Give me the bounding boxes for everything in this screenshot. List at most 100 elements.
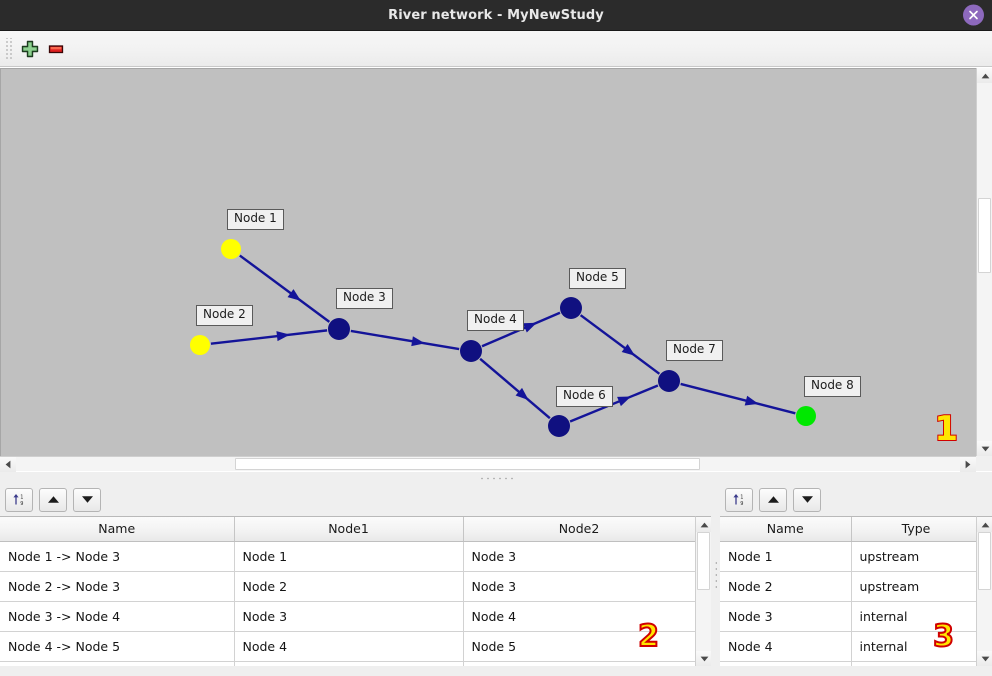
table-cell[interactable]: Node 3 [463, 541, 695, 572]
reaches-vscroll-thumb[interactable] [697, 532, 710, 590]
column-header-name[interactable]: Name [720, 517, 852, 542]
table-cell[interactable]: Node 1 -> Node 3 [0, 541, 235, 572]
nodes-vertical-scrollbar[interactable] [976, 516, 992, 666]
graph-node-node-2[interactable] [190, 335, 210, 355]
reaches-vscroll-track[interactable] [696, 532, 711, 651]
close-button[interactable] [963, 4, 984, 26]
horizontal-splitter[interactable] [0, 471, 992, 483]
edge-Node3-to-Node4[interactable] [350, 329, 460, 351]
edge-Node4-to-Node6[interactable] [479, 357, 551, 420]
reaches-scroll-down-arrow[interactable] [696, 651, 712, 666]
table-cell[interactable]: internal [851, 601, 976, 632]
table-cell[interactable]: Node 2 -> Node 3 [0, 571, 235, 602]
reaches-scroll-up-arrow[interactable] [696, 517, 712, 532]
edge-Node7-to-Node8[interactable] [680, 382, 796, 415]
move-down-button[interactable] [793, 487, 821, 512]
column-header-node2[interactable]: Node2 [463, 517, 695, 542]
node-label-node-2[interactable]: Node 2 [196, 305, 253, 326]
nodes-vscroll-track[interactable] [977, 532, 992, 651]
table-cell[interactable]: Node 4 [234, 631, 464, 662]
canvas-hscroll-thumb[interactable] [235, 458, 700, 470]
node-label-node-1[interactable]: Node 1 [227, 209, 284, 230]
reaches-vertical-scrollbar[interactable] [695, 516, 712, 666]
edge-Node6-to-Node7[interactable] [569, 384, 659, 423]
canvas-vertical-scrollbar[interactable] [976, 68, 992, 456]
edge-Node1-to-Node3[interactable] [239, 254, 331, 323]
move-up-button[interactable] [39, 487, 67, 512]
nodes-vscroll-thumb[interactable] [978, 532, 991, 590]
canvas-horizontal-scrollbar[interactable] [0, 456, 976, 472]
scroll-right-arrow[interactable] [960, 457, 976, 472]
column-header-node1[interactable]: Node1 [234, 517, 464, 542]
add-node-button[interactable] [17, 36, 43, 62]
graph-node-node-8[interactable] [796, 406, 816, 426]
table-cell[interactable]: internal [851, 631, 976, 662]
sort-button[interactable]: 1 9 [5, 487, 33, 512]
column-header-name[interactable]: Name [0, 517, 235, 542]
nodes-scroll-up-arrow[interactable] [977, 517, 992, 532]
table-cell[interactable]: Node 3 [463, 571, 695, 602]
table-cell[interactable]: Node 5 [463, 631, 695, 662]
canvas-vscroll-track[interactable] [977, 83, 992, 441]
svg-text:9: 9 [740, 501, 743, 507]
table-cell[interactable]: Node 4 [720, 631, 852, 662]
table-cell[interactable]: Node 2 [720, 571, 852, 602]
edge-Node2-to-Node3[interactable] [210, 329, 328, 345]
scroll-up-arrow[interactable] [977, 68, 992, 83]
graph-node-node-7[interactable] [658, 370, 680, 392]
node-label-node-7[interactable]: Node 7 [666, 340, 723, 361]
edge-Node5-to-Node7[interactable] [579, 314, 661, 375]
node-label-node-8[interactable]: Node 8 [804, 376, 861, 397]
node-label-node-6[interactable]: Node 6 [556, 386, 613, 407]
table-cell[interactable]: Node 3 -> Node 4 [0, 601, 235, 632]
sort-button[interactable]: 1 9 [725, 487, 753, 512]
canvas-hscroll-track[interactable] [16, 457, 960, 471]
move-up-button[interactable] [759, 487, 787, 512]
triangle-up-icon [700, 522, 708, 527]
table-cell[interactable]: Node 2 [234, 571, 464, 602]
canvas-vscroll-thumb[interactable] [978, 198, 991, 273]
network-canvas[interactable]: Node 1 Node 2 Node 3 Node 4 Node 5 Node 6 Node… [0, 68, 976, 456]
graph-node-node-6[interactable] [548, 415, 570, 437]
column-header-type[interactable]: Type [851, 517, 976, 542]
table-cell-empty [851, 661, 976, 666]
move-down-button[interactable] [73, 487, 101, 512]
node-label-node-3[interactable]: Node 3 [336, 288, 393, 309]
table-cell[interactable]: Node 3 [720, 601, 852, 632]
delete-node-button[interactable] [43, 36, 69, 62]
graph-node-node-1[interactable] [221, 239, 241, 259]
table-cell[interactable]: Node 4 -> Node 5 [0, 631, 235, 662]
toolbar-grip[interactable] [4, 37, 13, 60]
scroll-left-arrow[interactable] [0, 457, 16, 472]
graph-node-node-3[interactable] [328, 318, 350, 340]
nodes-toolbar: 1 9 [720, 483, 992, 516]
table-cell[interactable]: Node 1 [234, 541, 464, 572]
graph-node-node-4[interactable] [460, 340, 482, 362]
table-cell[interactable]: Node 1 [720, 541, 852, 572]
table-cell[interactable]: Node 3 [234, 601, 464, 632]
vertical-splitter[interactable] [711, 483, 720, 666]
table-cell[interactable]: Node 4 [463, 601, 695, 632]
scroll-down-arrow[interactable] [977, 441, 992, 456]
nodes-scroll-down-arrow[interactable] [977, 651, 992, 666]
table-cell[interactable]: upstream [851, 571, 976, 602]
node-label-node-4[interactable]: Node 4 [467, 310, 524, 331]
triangle-right-icon [965, 460, 971, 469]
table-cell[interactable]: upstream [851, 541, 976, 572]
graph-node-node-5[interactable] [560, 297, 582, 319]
node-label-node-5[interactable]: Node 5 [569, 268, 626, 289]
